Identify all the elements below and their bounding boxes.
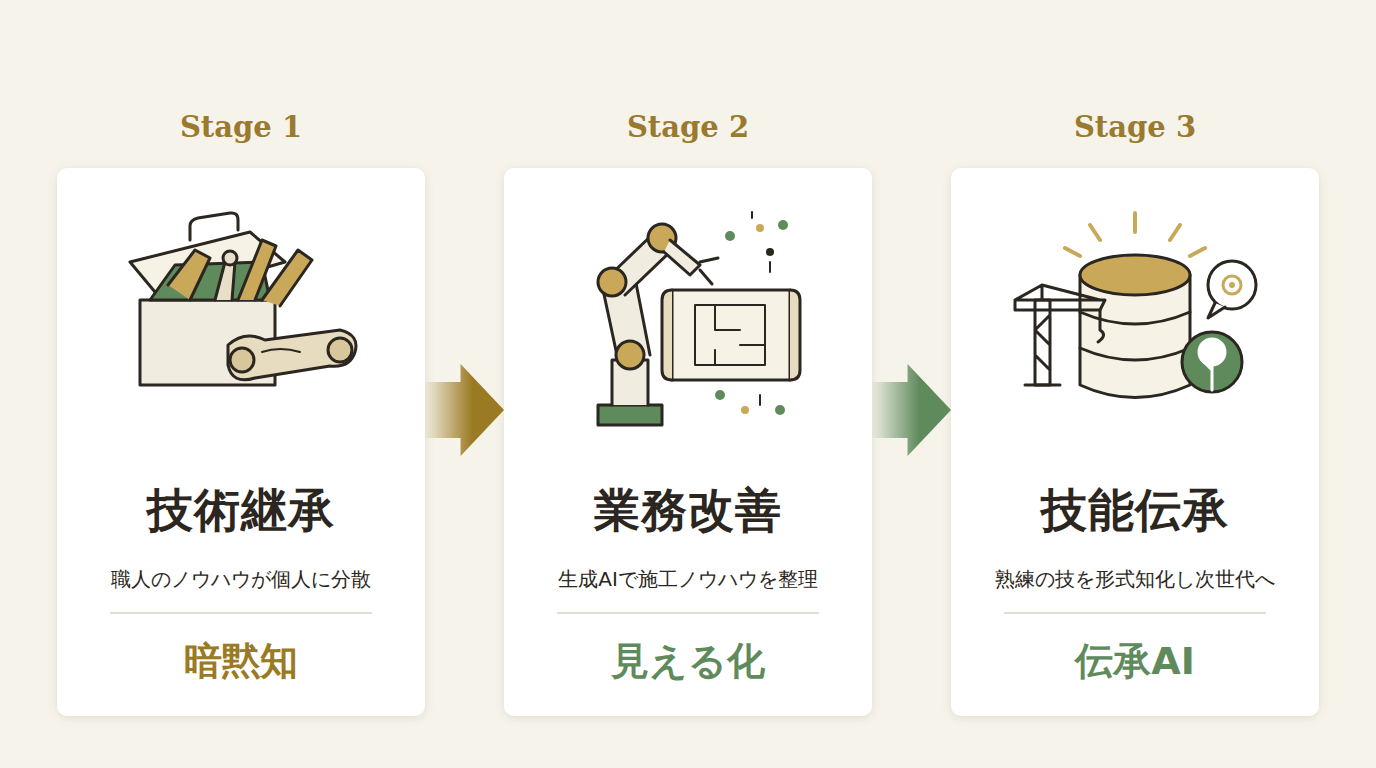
card xyxy=(504,168,872,716)
stage-label: Stage 1 xyxy=(57,110,425,144)
robot-arm-icon xyxy=(598,212,800,425)
stage-card: Stage 3 技能伝承熟練の技を形式知化し次世代へ伝承AI xyxy=(951,100,1319,716)
card xyxy=(57,168,425,716)
stage-description: 職人のノウハウが個人に分散 xyxy=(57,566,425,593)
stage-keyword: 暗黙知 xyxy=(57,636,425,687)
card xyxy=(951,168,1319,716)
stage-card: Stage 1 技術継承職人のノウハウが個人に分散暗黙知 xyxy=(57,100,425,716)
database-icon xyxy=(1015,213,1256,398)
stage-keyword: 見える化 xyxy=(504,636,872,687)
stage-keyword: 伝承AI xyxy=(951,636,1319,687)
stage-description: 生成AIで施工ノウハウを整理 xyxy=(504,566,872,593)
flow-arrow xyxy=(425,364,504,456)
stage-description: 熟練の技を形式知化し次世代へ xyxy=(951,566,1319,593)
stage-label: Stage 3 xyxy=(951,110,1319,144)
divider xyxy=(557,612,819,614)
divider xyxy=(110,612,372,614)
stage-title: 技能伝承 xyxy=(951,480,1319,542)
stage-title: 業務改善 xyxy=(504,480,872,542)
divider xyxy=(1004,612,1266,614)
flow-arrow xyxy=(872,364,951,456)
stage-title: 技術継承 xyxy=(57,480,425,542)
stage-card: Stage 2 業務改善生成AIで施工ノウハウを整理見える化 xyxy=(504,100,872,716)
stage-label: Stage 2 xyxy=(504,110,872,144)
toolbox-icon xyxy=(130,213,356,385)
